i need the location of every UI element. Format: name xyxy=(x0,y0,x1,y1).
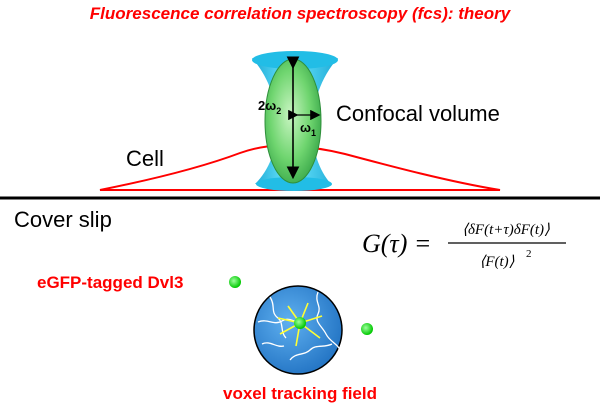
cover-slip-label: Cover slip xyxy=(14,207,112,232)
confocal-volume-label: Confocal volume xyxy=(336,101,500,126)
outside-particle xyxy=(361,323,373,335)
voxel-tracking-field xyxy=(253,285,343,375)
two-omega-label: 2ω2 xyxy=(258,98,281,116)
equation-lhs: G(τ) = xyxy=(362,229,431,258)
autocorrelation-equation: G(τ) = ⟨δF(t+τ)δF(t)⟩ ⟨F(t)⟩ 2 xyxy=(362,222,566,270)
equation-denominator: ⟨F(t)⟩ xyxy=(479,254,514,270)
cell-label: Cell xyxy=(126,146,164,171)
equation-exponent: 2 xyxy=(526,248,532,260)
omega-one-label: ω1 xyxy=(300,120,316,138)
voxel-label: voxel tracking field xyxy=(223,384,377,403)
egfp-particle xyxy=(229,276,241,288)
equation-numerator: ⟨δF(t+τ)δF(t)⟩ xyxy=(462,222,550,238)
page-title: Fluorescence correlation spectroscopy (f… xyxy=(90,4,512,23)
egfp-label: eGFP-tagged Dvl3 xyxy=(37,273,183,292)
tracked-particle xyxy=(294,317,306,329)
